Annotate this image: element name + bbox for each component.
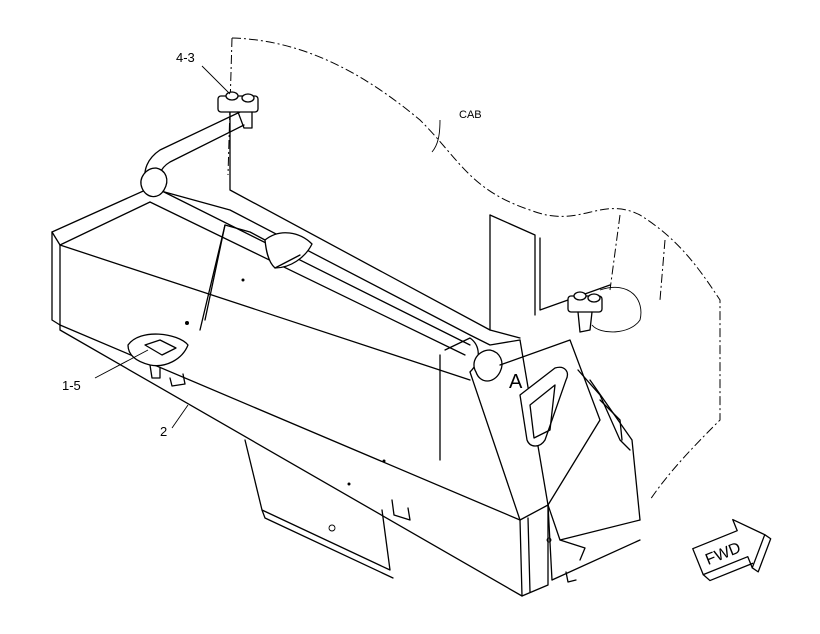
callout-2: 2 xyxy=(160,424,167,439)
right-bolt-assembly xyxy=(567,286,642,333)
fwd-arrow-icon: FWD xyxy=(692,518,772,582)
side-panel xyxy=(499,339,641,583)
bracket-1-5 xyxy=(127,333,189,387)
top-bolt-assembly xyxy=(217,91,259,129)
callout-1-5: 1-5 xyxy=(62,378,81,393)
lower-plate xyxy=(244,439,411,579)
callout-view-a: A xyxy=(509,371,523,393)
cab-phantom-outline xyxy=(227,37,721,501)
callout-cab: CAB xyxy=(459,109,482,121)
callout-4-3: 4-3 xyxy=(176,50,195,65)
leader-lines xyxy=(94,65,441,429)
cab-rear-wall xyxy=(229,109,611,339)
guard-body xyxy=(51,167,553,597)
